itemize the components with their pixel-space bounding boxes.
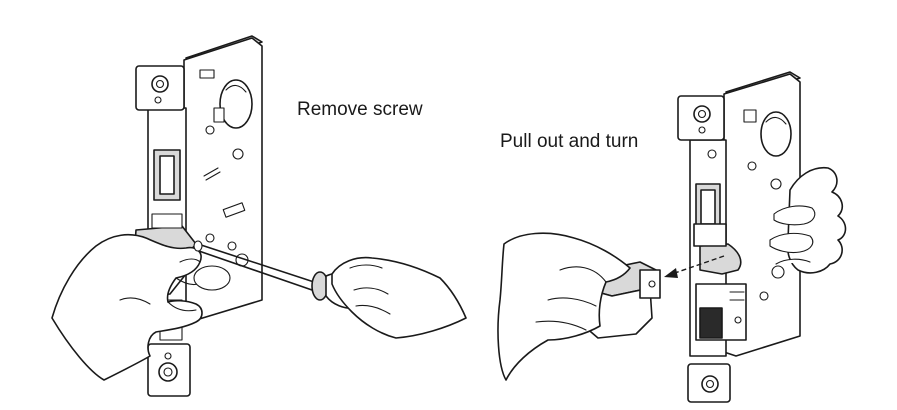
right-face-screw	[707, 149, 717, 159]
latch-bolt	[159, 155, 175, 195]
right-case-screw-3	[771, 265, 785, 279]
right-top-tab-screw	[698, 126, 706, 134]
holding-finger-1	[773, 205, 816, 226]
lever-part-pin	[648, 280, 656, 288]
holding-finger-3	[775, 258, 811, 265]
right-latch-bolt	[700, 189, 716, 225]
right-cylinder-hole	[760, 111, 792, 157]
case-slot-1	[199, 69, 215, 79]
right-lock-body	[677, 71, 801, 403]
top-tab-screw	[154, 96, 162, 104]
case-screw-2	[205, 125, 215, 135]
right-hand-shape	[331, 256, 467, 339]
right-finger-line-2	[353, 287, 389, 295]
right-case-screw-4	[759, 291, 769, 301]
case-screw-5	[205, 233, 215, 243]
caption-remove-screw: Remove screw	[297, 99, 423, 120]
bottom-tab-screw	[164, 352, 172, 360]
arrow-head	[664, 268, 678, 278]
screwdriver-tip	[193, 240, 203, 252]
pull-out-arrow	[664, 255, 725, 278]
case-screw-1	[232, 148, 244, 160]
caption-pull-out-and-turn: Pull out and turn	[500, 131, 639, 152]
left-palm-line	[119, 297, 151, 305]
left-hand-holding	[51, 233, 231, 381]
top-tab-hole-inner	[155, 79, 165, 89]
screwdriver-shaft-top	[197, 243, 315, 283]
left-hub-plate	[151, 213, 183, 229]
case-slot-2	[213, 107, 225, 123]
pulling-hand-shape	[497, 232, 631, 381]
right-case-screw-2	[747, 161, 757, 171]
holding-finger-2	[769, 232, 814, 254]
right-case-screw-1	[770, 178, 782, 190]
right-case-slot	[743, 109, 757, 123]
right-hub-plate	[693, 223, 727, 247]
right-bottom-tab-hole-inner	[705, 379, 715, 389]
arrow-shaft	[671, 255, 725, 275]
pulling-finger-line-1	[559, 266, 607, 283]
left-thumb	[193, 265, 231, 291]
pulling-finger-line-3	[535, 320, 587, 331]
right-top-tab-hole-inner	[697, 109, 707, 119]
left-finger-line-2	[167, 301, 197, 312]
left-finger-line-3	[179, 258, 201, 263]
right-cylinder-shade	[765, 116, 787, 125]
right-hub-opening	[699, 243, 742, 275]
pulling-finger-line-2	[547, 297, 597, 307]
right-lower-cavity	[699, 307, 723, 339]
case-slot-5	[205, 171, 221, 181]
case-screw-4	[227, 241, 237, 251]
right-finger-line-3	[355, 304, 391, 315]
case-slot-4	[203, 167, 219, 177]
right-panel-holding-hand	[769, 166, 847, 274]
right-hand-gripping	[331, 256, 467, 339]
case-slot-3	[222, 202, 246, 218]
screwdriver-shaft-bottom	[195, 249, 313, 291]
cylinder-hole-shade	[225, 84, 247, 93]
cylinder-hole	[219, 79, 253, 129]
bottom-tab-hole-inner	[163, 367, 173, 377]
right-lower-screw	[734, 316, 742, 324]
right-finger-line-1	[349, 264, 383, 269]
pulling-hand	[497, 232, 631, 381]
